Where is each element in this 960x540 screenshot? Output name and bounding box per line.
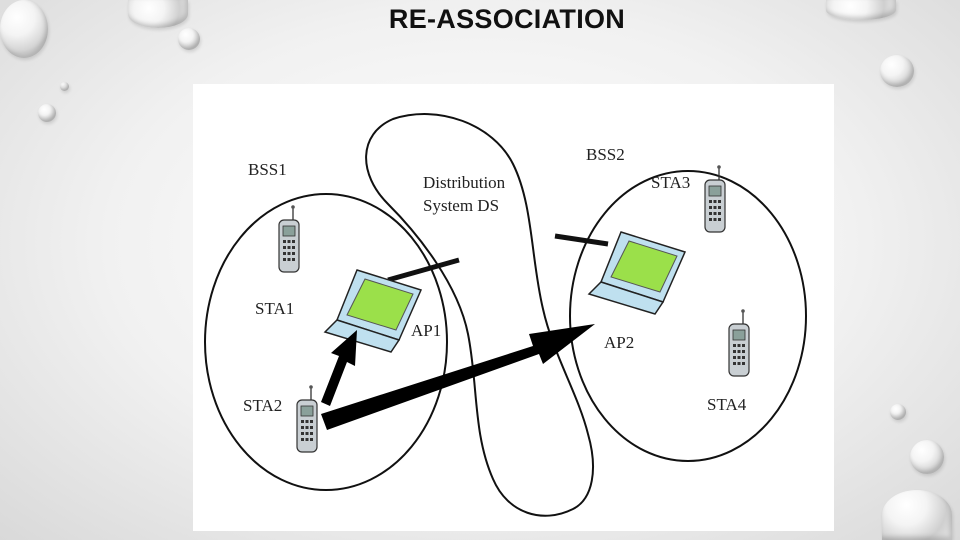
sta1-phone-icon — [278, 204, 300, 273]
bss1-boundary — [204, 193, 448, 491]
bss2-label: BSS2 — [586, 145, 625, 164]
ds-label-line1: Distribution — [423, 173, 506, 192]
reassociation-diagram: BSS1 BSS2 Distribution System DS STA1 ST… — [193, 84, 834, 531]
ds-label-line2: System DS — [423, 196, 499, 215]
reassociation-arrow-to-ap1 — [321, 330, 357, 406]
water-drop-icon — [0, 0, 48, 58]
water-drop-icon — [60, 82, 69, 91]
slide-title: RE-ASSOCIATION — [388, 4, 626, 34]
sta3-label: STA3 — [651, 173, 690, 192]
ap2-ds-link — [554, 233, 609, 247]
sta4-label: STA4 — [707, 395, 747, 414]
water-drop-icon — [128, 0, 188, 28]
sta4-phone-icon — [728, 308, 750, 377]
water-drop-icon — [38, 104, 56, 122]
distribution-system-boundary — [365, 113, 594, 517]
sta1-label: STA1 — [255, 299, 294, 318]
ap2-label: AP2 — [604, 333, 634, 352]
ap1-laptop-icon — [324, 269, 422, 353]
reassociation-arrow-to-ap2 — [321, 324, 595, 430]
water-drop-icon — [882, 490, 952, 540]
ap1-ds-link — [387, 257, 460, 283]
bss1-label: BSS1 — [248, 160, 287, 179]
water-drop-icon — [826, 0, 896, 20]
ap1-label: AP1 — [411, 321, 441, 340]
bss2-boundary — [569, 170, 807, 462]
diagram-canvas: BSS1 BSS2 Distribution System DS STA1 ST… — [204, 113, 807, 517]
water-drop-icon — [178, 28, 200, 50]
sta2-label: STA2 — [243, 396, 282, 415]
sta2-phone-icon — [296, 384, 318, 453]
water-drop-icon — [880, 55, 914, 87]
water-drop-icon — [890, 404, 906, 420]
water-drop-icon — [910, 440, 944, 474]
